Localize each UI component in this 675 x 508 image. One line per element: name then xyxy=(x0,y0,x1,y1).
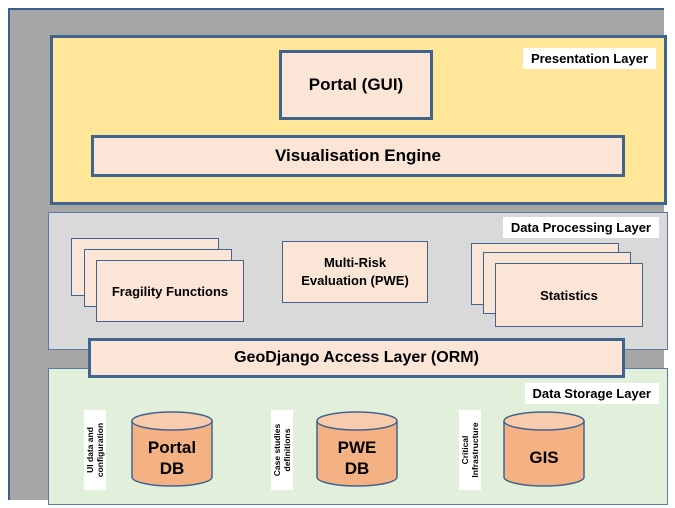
portal-db-name-2: DB xyxy=(159,459,185,478)
database-icon xyxy=(316,411,398,487)
data-processing-layer: Data Processing Layer Fragility Function… xyxy=(48,212,668,350)
database-icon xyxy=(503,411,585,487)
multi-risk-line-1: Multi-Risk xyxy=(323,255,387,270)
pwe-db-cylinder: PWE DB xyxy=(316,411,398,487)
data-storage-layer-label: Data Storage Layer xyxy=(524,383,659,404)
pwe-db-name-2: DB xyxy=(344,459,370,478)
geodjango-access-layer-box: GeoDjango Access Layer (ORM) xyxy=(88,338,625,378)
presentation-layer: Presentation Layer Portal (GUI) Visualis… xyxy=(50,35,667,205)
data-processing-layer-label: Data Processing Layer xyxy=(502,217,659,238)
portal-db-cylinder: Portal DB xyxy=(131,411,213,487)
pwe-db-name-1: PWE xyxy=(337,438,377,457)
gis-name: GIS xyxy=(529,448,559,467)
gis-cylinder: GIS xyxy=(503,411,585,487)
multi-risk-evaluation-box: Multi-Risk Evaluation (PWE) xyxy=(282,241,428,303)
visualisation-engine-box: Visualisation Engine xyxy=(91,135,625,177)
portal-db-name-1: Portal xyxy=(147,438,197,457)
database-icon xyxy=(131,411,213,487)
fragility-functions-box: Fragility Functions xyxy=(96,260,244,322)
portal-gui-box: Portal (GUI) xyxy=(279,50,433,120)
multi-risk-line-2: Evaluation (PWE) xyxy=(301,273,409,288)
statistics-box: Statistics xyxy=(495,263,643,327)
architecture-diagram: Presentation Layer Portal (GUI) Visualis… xyxy=(8,8,668,505)
presentation-layer-label: Presentation Layer xyxy=(522,48,656,69)
